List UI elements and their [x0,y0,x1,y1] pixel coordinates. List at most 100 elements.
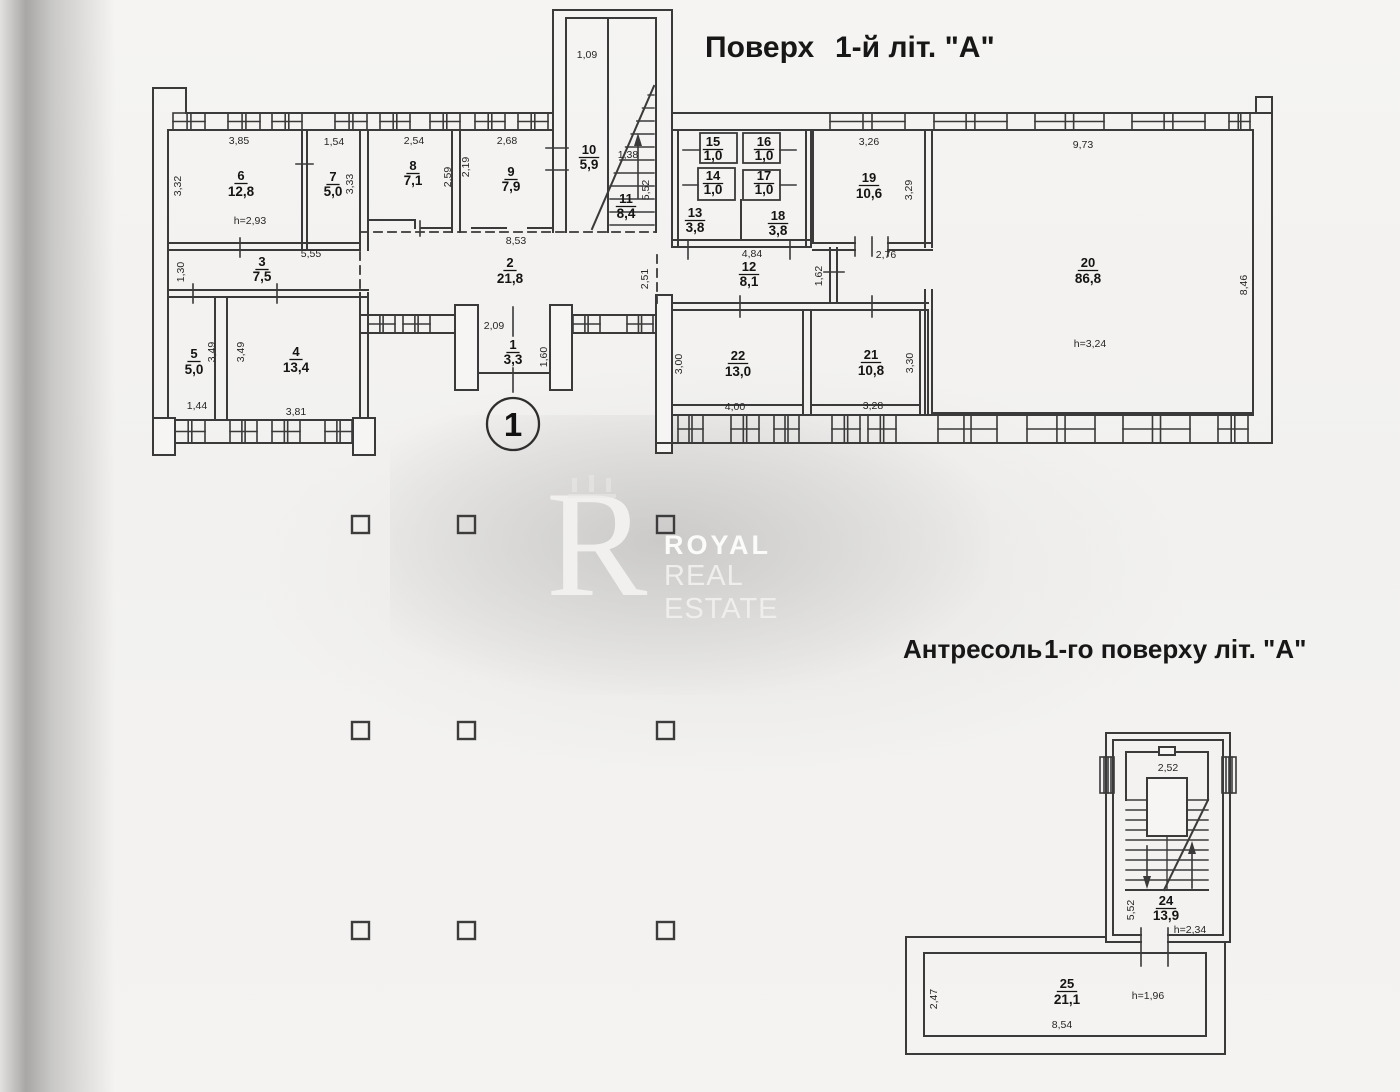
dim-room25-bottom: 8,54 [1052,1019,1073,1031]
crown-icon [568,475,616,498]
room-6-number: 6 [237,168,244,183]
entrance-marker-number: 1 [504,406,522,443]
dim-room19-top: 3,26 [859,136,880,148]
dim-mezz-stair-length: 5,52 [1125,900,1137,921]
room-21-number: 21 [864,347,878,362]
dim-room7-top: 1,54 [324,136,345,148]
room-15-number: 15 [706,134,720,149]
column-marker [350,514,371,535]
dim-stair-width: 1,38 [618,149,639,161]
dim-room20-top: 9,73 [1073,139,1094,151]
watermark-background [390,415,990,695]
room-24-area: 13,9 [1153,908,1179,923]
room-25-height: h=1,96 [1132,990,1165,1002]
room-17-area: 1,0 [755,182,774,197]
door-tick-marks [192,147,889,393]
room-17-number: 17 [757,168,771,183]
dim-room2-width: 2,51 [639,269,651,290]
room-13-area: 3,8 [686,220,705,235]
mezzanine-staircase [1125,777,1210,892]
watermark-brand-line2: REAL ESTATE [664,560,779,625]
room-12-area: 8,1 [740,274,759,289]
column-marker [456,720,477,741]
dim-wall-8-9: 2,19 [460,157,472,178]
room-20-area: 86,8 [1075,271,1102,286]
room-24-height: h=2,34 [1174,924,1207,936]
entrance-marker: 1 [485,396,541,452]
room-2-area: 21,8 [497,271,524,286]
dim-block-bottom: 4,84 [742,248,763,260]
room-1-number: 1 [509,337,516,352]
dim-room2-length: 8,53 [506,235,527,247]
main-floor-open-boundaries [359,231,658,313]
dim-room21-bottom: 3,28 [863,400,884,412]
mezzanine-title-ref: 1-го поверху літ. "А" [1044,634,1306,664]
column-marker [655,920,676,941]
room-16-area: 1,0 [755,148,774,163]
floor-title-ref: 1-й літ. "А" [835,31,995,64]
dim-room22-bottom: 4,00 [725,401,746,413]
room-22-area: 13,0 [725,364,751,379]
dimension-labels: 1,09 1,38 5,52 3,85 3,32 1,54 3,33 2,54 … [172,49,1250,1031]
window-symbols [172,112,1251,444]
column-marker [655,514,676,535]
dim-room4-left: 3,49 [235,342,247,363]
dim-room19-door: 2,76 [876,249,897,261]
dim-room6-left: 3,32 [172,176,184,197]
dim-stair-length: 5,52 [640,180,652,201]
dim-room4-bottom: 3,81 [286,406,307,418]
dim-room25-left: 2,47 [928,989,940,1010]
room-3-area: 7,5 [253,269,272,284]
dim-room6-top: 3,85 [229,135,250,147]
room-25-number: 25 [1060,976,1074,991]
room-7-area: 5,0 [324,184,343,199]
dim-room5-right: 3,49 [206,342,218,363]
dim-room20-right: 8,46 [1238,275,1250,296]
dim-passage: 1,62 [813,266,825,287]
room-3-number: 3 [258,254,265,269]
room-2-number: 2 [506,255,513,270]
room-8-number: 8 [409,158,416,173]
room-24-number: 24 [1159,893,1174,908]
dim-room7-right: 3,33 [344,174,356,195]
dim-shaft-width: 1,09 [577,49,598,61]
room-9-area: 7,9 [502,179,521,194]
mezzanine-title-word: Антресоль [903,634,1042,664]
column-marker [456,514,477,535]
room-21-area: 10,8 [858,363,885,378]
dim-room1-right: 1,60 [538,347,550,368]
dim-room5-bottom: 1,44 [187,400,208,412]
room-12-number: 12 [742,259,756,274]
royal-logo-letter-icon: R [546,460,648,628]
dim-room8-top: 2,54 [404,135,425,147]
staircase [590,84,656,231]
room-labels: 1 3,3 2 21,8 3 7,5 4 13,4 5 5,0 6 12,8 h… [185,134,1207,1007]
room-4-area: 13,4 [283,360,310,375]
watermark-brand-line1: ROYAL [664,530,772,560]
room-4-number: 4 [292,344,300,359]
room-6-height: h=2,93 [234,215,267,227]
column-marker [655,720,676,741]
room-1-area: 3,3 [504,352,523,367]
room-10-number: 10 [582,142,596,157]
room-15-area: 1,0 [704,148,723,163]
room-18-number: 18 [771,208,785,223]
room-number-fraction-bars [187,148,1177,993]
dim-room1-top: 2,09 [484,320,505,332]
dim-room22-left: 3,00 [673,354,685,375]
mezzanine-walls [905,732,1237,1055]
room-14-area: 1,0 [704,182,723,197]
room-5-area: 5,0 [185,362,204,377]
room-8-area: 7,1 [404,173,423,188]
column-marker [456,920,477,941]
room-14-number: 14 [706,168,721,183]
room-7-number: 7 [329,169,336,184]
room-11-number: 11 [619,191,633,206]
stair-treads [609,94,655,226]
room-5-number: 5 [190,346,197,361]
dim-room3-length: 5,55 [301,248,322,260]
room-20-number: 20 [1081,255,1095,270]
room-22-number: 22 [731,348,745,363]
